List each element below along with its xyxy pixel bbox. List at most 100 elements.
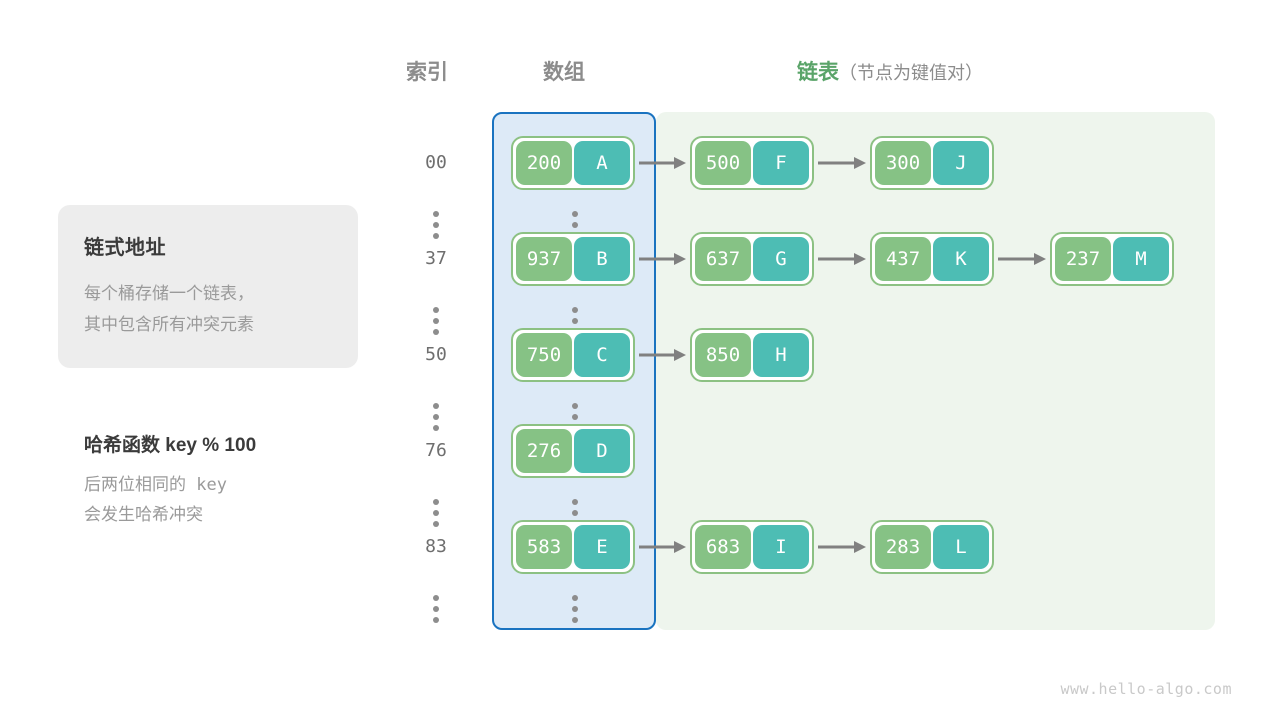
info-card-line-1: 每个桶存储一个链表， <box>84 284 254 303</box>
node-key: 937 <box>516 237 572 281</box>
node-value: H <box>753 333 809 377</box>
chain-arrow <box>818 157 866 169</box>
dot <box>572 617 578 623</box>
dot <box>433 318 439 324</box>
hash-function-note-body: 后两位相同的 key 会发生哈希冲突 <box>84 470 414 530</box>
column-header-linkedlist: 链表（节点为键值对） <box>797 56 983 86</box>
index-label-76: 76 <box>425 440 447 461</box>
index-label-50: 50 <box>425 344 447 365</box>
node-value: L <box>933 525 989 569</box>
dot <box>433 329 439 335</box>
dot <box>433 222 439 228</box>
column-header-array: 数组 <box>543 61 585 84</box>
chain-arrow <box>639 541 686 553</box>
dot <box>572 606 578 612</box>
column-header-linkedlist-main: 链表 <box>797 61 839 84</box>
node-key: 283 <box>875 525 931 569</box>
dot <box>433 414 439 420</box>
dot <box>433 403 439 409</box>
dot <box>572 222 578 228</box>
index-ellipsis-1 <box>431 307 441 335</box>
info-card: 链式地址 每个桶存储一个链表， 其中包含所有冲突元素 <box>58 205 358 368</box>
node-key: 850 <box>695 333 751 377</box>
hash-function-note-line-1: 后两位相同的 key <box>84 475 227 495</box>
node-value: C <box>574 333 630 377</box>
node-value: E <box>574 525 630 569</box>
dot <box>572 499 578 505</box>
index-ellipsis-0 <box>431 211 441 239</box>
node-value: I <box>753 525 809 569</box>
index-label-00: 00 <box>425 152 447 173</box>
dot <box>572 595 578 601</box>
chain-arrow <box>639 253 686 265</box>
dot <box>433 211 439 217</box>
chain-arrow <box>818 253 866 265</box>
node-key: 750 <box>516 333 572 377</box>
dot <box>572 403 578 409</box>
node-value: J <box>933 141 989 185</box>
dot <box>572 211 578 217</box>
column-header-index: 索引 <box>406 61 448 84</box>
index-ellipsis-2 <box>431 403 441 431</box>
hash-function-note: 哈希函数 key % 100 后两位相同的 key 会发生哈希冲突 <box>84 430 414 530</box>
info-card-title: 链式地址 <box>84 237 166 259</box>
node-key: 683 <box>695 525 751 569</box>
node-value: D <box>574 429 630 473</box>
dot <box>433 499 439 505</box>
node-key: 500 <box>695 141 751 185</box>
index-ellipsis-3 <box>431 499 441 527</box>
column-header-linkedlist-sub: （节点为键值对） <box>839 63 983 83</box>
dot <box>433 595 439 601</box>
index-ellipsis-4 <box>431 595 441 623</box>
node-value: F <box>753 141 809 185</box>
index-label-37: 37 <box>425 248 447 269</box>
chain-arrow <box>639 157 686 169</box>
node-key: 437 <box>875 237 931 281</box>
node-key: 583 <box>516 525 572 569</box>
node-key: 200 <box>516 141 572 185</box>
dot <box>572 414 578 420</box>
chain-arrow <box>639 349 686 361</box>
array-ellipsis-4 <box>570 595 580 623</box>
index-label-83: 83 <box>425 536 447 557</box>
info-card-line-2: 其中包含所有冲突元素 <box>84 315 254 334</box>
dot <box>433 521 439 527</box>
dot <box>572 318 578 324</box>
info-card-body: 每个桶存储一个链表， 其中包含所有冲突元素 <box>84 278 332 340</box>
chain-arrow <box>818 541 866 553</box>
dot <box>433 617 439 623</box>
dot <box>433 606 439 612</box>
dot <box>433 510 439 516</box>
dot <box>433 307 439 313</box>
node-value: B <box>574 237 630 281</box>
node-value: M <box>1113 237 1169 281</box>
node-value: A <box>574 141 630 185</box>
chain-arrow <box>998 253 1046 265</box>
dot <box>572 307 578 313</box>
node-key: 300 <box>875 141 931 185</box>
watermark: www.hello-algo.com <box>1060 680 1232 698</box>
node-key: 276 <box>516 429 572 473</box>
hash-function-note-line-2: 会发生哈希冲突 <box>84 505 203 524</box>
node-value: K <box>933 237 989 281</box>
node-value: G <box>753 237 809 281</box>
hash-function-note-title: 哈希函数 key % 100 <box>84 435 257 456</box>
node-key: 237 <box>1055 237 1111 281</box>
dot <box>572 510 578 516</box>
node-key: 637 <box>695 237 751 281</box>
dot <box>433 425 439 431</box>
